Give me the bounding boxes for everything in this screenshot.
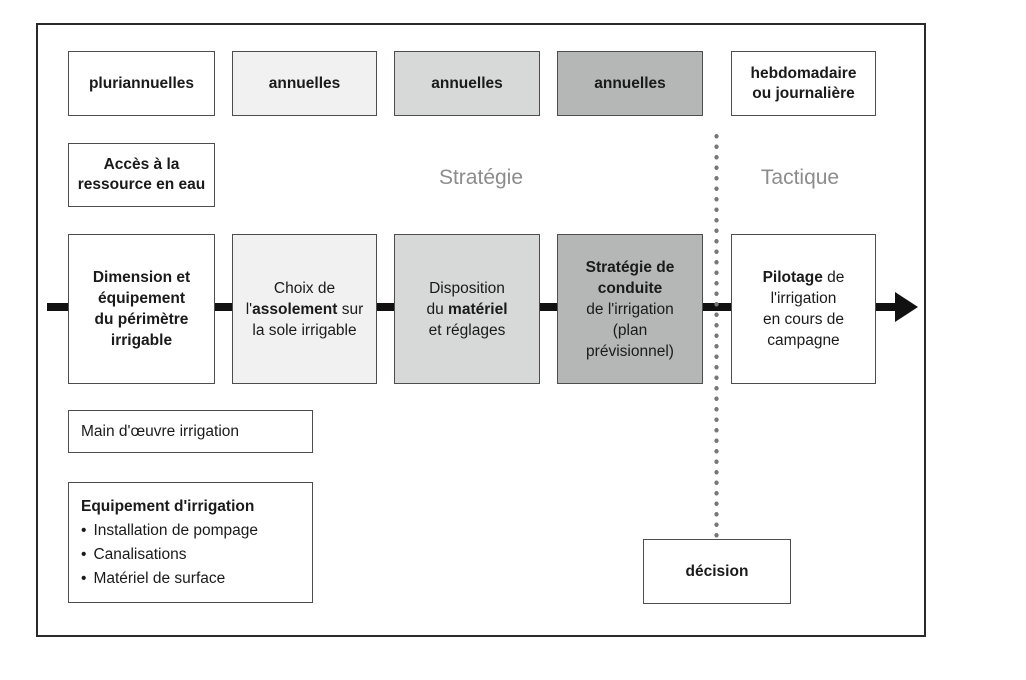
bullet-icon: • xyxy=(81,521,87,539)
phase-label-tactic: Tactique xyxy=(760,166,840,189)
bullet-icon: • xyxy=(81,569,87,587)
timescale-box-pluriannuelles: pluriannuelles xyxy=(68,51,215,116)
bullet-icon: • xyxy=(81,545,87,563)
timescale-box-annuelles-3: annuelles xyxy=(557,51,703,116)
labour-box: Main d'œuvre irrigation xyxy=(68,410,313,453)
phase-label-strategy: Stratégie xyxy=(438,166,524,189)
equipment-item-label: Canalisations xyxy=(93,545,187,563)
equipment-item: • Matériel de surface xyxy=(81,567,225,591)
equipment-box-title: Equipement d'irrigation xyxy=(81,497,255,515)
strategy-tactic-separator-dotted-line xyxy=(714,131,719,539)
equipment-item: • Canalisations xyxy=(81,543,187,567)
equipment-item-label: Matériel de surface xyxy=(93,569,226,587)
equipment-box: Equipement d'irrigation • Installation d… xyxy=(68,482,313,603)
equipment-item: • Installation de pompage xyxy=(81,519,258,543)
timescale-box-annuelles-2: annuelles xyxy=(394,51,540,116)
timescale-box-annuelles-1: annuelles xyxy=(232,51,377,116)
labour-box-label: Main d'œuvre irrigation xyxy=(81,422,240,440)
equipment-item-label: Installation de pompage xyxy=(93,521,259,539)
decision-box-label: décision xyxy=(685,562,749,580)
flow-arrowhead-icon xyxy=(895,292,918,322)
decision-box: décision xyxy=(643,539,791,604)
